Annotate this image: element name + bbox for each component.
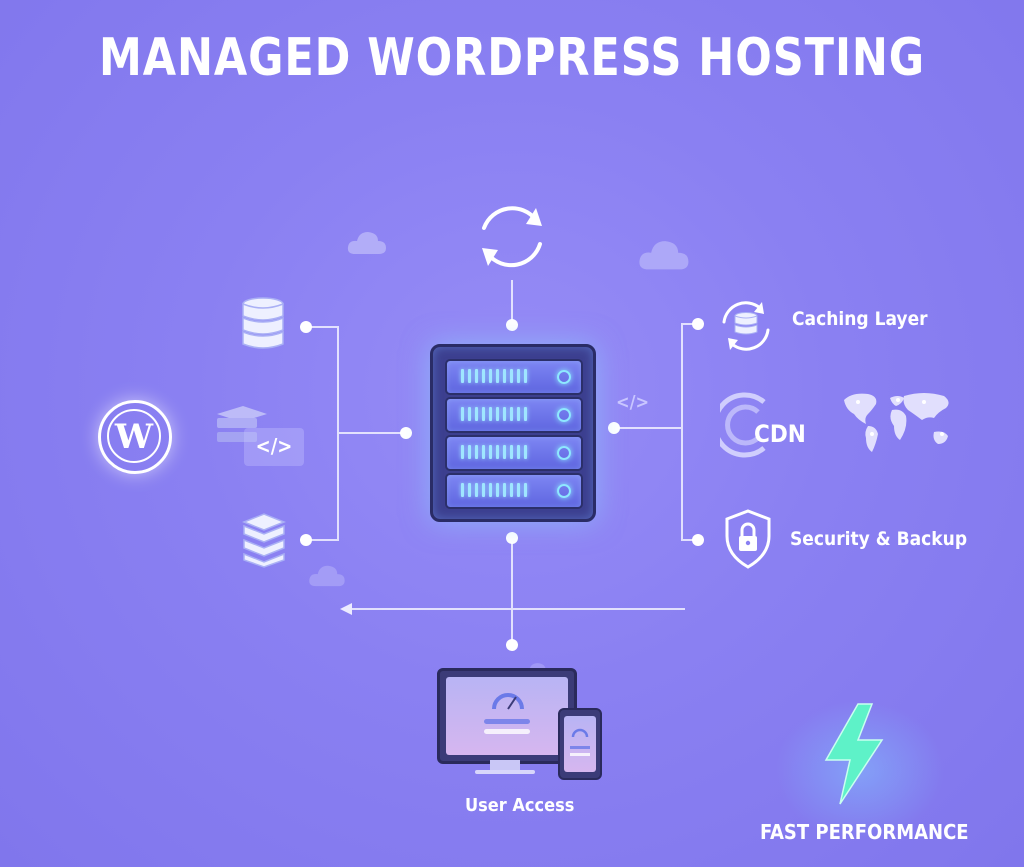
cdn-globe-icon: [720, 392, 766, 458]
server-rack-icon: [430, 344, 596, 522]
cdn-label: CDN: [754, 420, 806, 448]
monitor-base: [475, 770, 535, 774]
code-panel: </>: [244, 428, 304, 466]
monitor-screen: [446, 677, 568, 755]
phone-icon: [558, 708, 602, 780]
database-icon: [242, 297, 284, 349]
code-icon: </>: [255, 434, 293, 458]
server-unit: [445, 473, 583, 509]
layers-icon: [241, 513, 287, 568]
cloud-icon: [309, 565, 345, 587]
speedometer-icon: [571, 728, 589, 738]
fast-performance-label: FAST PERFORMANCE: [760, 820, 969, 844]
server-unit: [445, 397, 583, 433]
caching-layer-label: Caching Layer: [792, 308, 928, 330]
security-backup-label: Security & Backup: [790, 528, 968, 550]
server-unit: [445, 435, 583, 471]
refresh-icon: [482, 206, 542, 268]
code-icon: </>: [616, 392, 650, 413]
world-map-icon: [844, 393, 949, 452]
monitor-icon: [437, 668, 577, 764]
user-access-label: User Access: [465, 795, 575, 816]
lightning-bolt-icon: [824, 703, 884, 805]
shield-lock-icon: [725, 509, 771, 569]
speedometer-icon: [492, 693, 524, 710]
cache-refresh-icon: [722, 301, 770, 351]
cloud-icon: [347, 232, 386, 254]
cloud-icon: [639, 241, 689, 270]
wordpress-icon: W: [98, 400, 172, 474]
page-title: MANAGED WORDPRESS HOSTING: [98, 28, 926, 88]
monitor-stand: [490, 760, 520, 772]
server-stack-icon: [217, 406, 267, 442]
server-unit: [445, 359, 583, 395]
